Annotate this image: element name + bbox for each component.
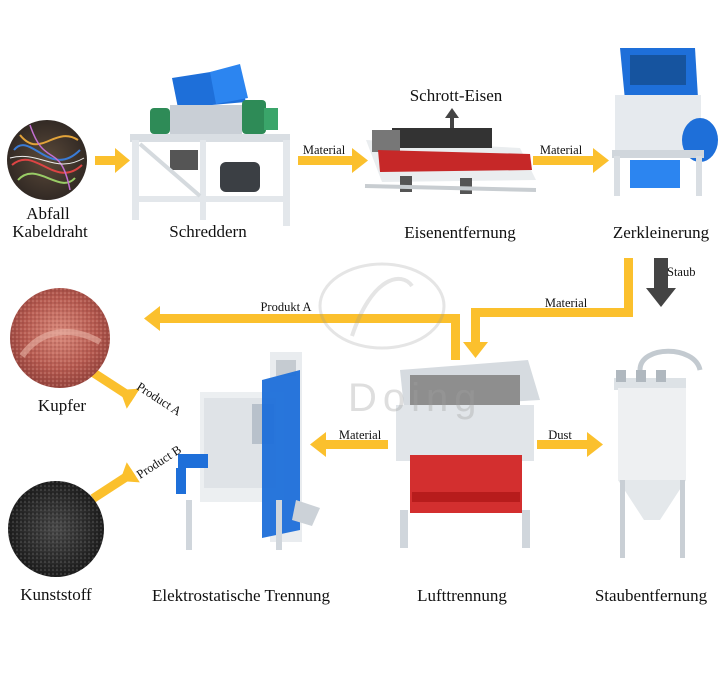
dust-collector-image bbox=[614, 348, 703, 558]
label-copper: Kupfer bbox=[37, 396, 87, 415]
air-separator-image bbox=[396, 360, 540, 548]
label-dust-removal: Staubentfernung bbox=[594, 586, 708, 605]
electrostatic-separator-image bbox=[176, 352, 320, 550]
edge-label-dust: Dust bbox=[548, 428, 572, 442]
edge-label-material-2: Material bbox=[539, 143, 583, 157]
arrow-scrap-iron-out bbox=[445, 108, 459, 132]
edge-label-material-1: Material bbox=[302, 143, 346, 157]
edge-label-staub: Staub bbox=[667, 265, 696, 279]
magnetic-iron-removal-image bbox=[364, 128, 537, 194]
arrow-crusher-to-air-separator bbox=[463, 258, 633, 358]
edge-label-material-4: Material bbox=[338, 428, 382, 442]
label-shredding: Schreddern bbox=[169, 222, 247, 241]
arrow-air-separator-to-dust-removal bbox=[537, 432, 603, 457]
label-air-separation: Lufttrennung bbox=[417, 586, 507, 605]
arrow-dust-down bbox=[646, 258, 676, 307]
label-crushing: Zerkleinerung bbox=[612, 223, 710, 242]
label-waste-cable-line1: Abfall bbox=[26, 204, 70, 223]
watermark-text: Doing bbox=[348, 376, 483, 420]
flow-arrows bbox=[90, 148, 633, 503]
arrow-electrostatic-to-copper bbox=[90, 368, 140, 409]
arrow-iron-removal-to-crusher bbox=[533, 148, 609, 173]
crusher-machine-image bbox=[612, 48, 718, 196]
label-scrap-iron: Schrott-Eisen bbox=[409, 86, 503, 105]
arrow-wire-to-shredder bbox=[95, 148, 130, 173]
label-waste-cable-line2: Kabeldraht bbox=[12, 222, 88, 241]
shredder-machine-image bbox=[130, 64, 290, 226]
arrow-air-separator-to-electrostatic bbox=[310, 432, 388, 457]
edge-label-material-3: Material bbox=[544, 296, 588, 310]
watermark-logo-icon bbox=[318, 262, 446, 350]
arrow-air-separator-to-copper bbox=[144, 306, 460, 360]
waste-cable-wire-image bbox=[7, 120, 87, 200]
label-iron-removal: Eisenentfernung bbox=[404, 223, 516, 242]
plastic-granules-image bbox=[8, 481, 104, 577]
arrow-electrostatic-to-plastic bbox=[90, 462, 140, 503]
label-electrostatic-separation: Elektrostatische Trennung bbox=[151, 586, 330, 605]
edge-label-produkt-a: Produkt A bbox=[260, 300, 312, 314]
label-plastic: Kunststoff bbox=[20, 585, 92, 604]
arrow-shredder-to-iron-removal bbox=[298, 148, 368, 173]
copper-granules-image bbox=[10, 288, 110, 388]
